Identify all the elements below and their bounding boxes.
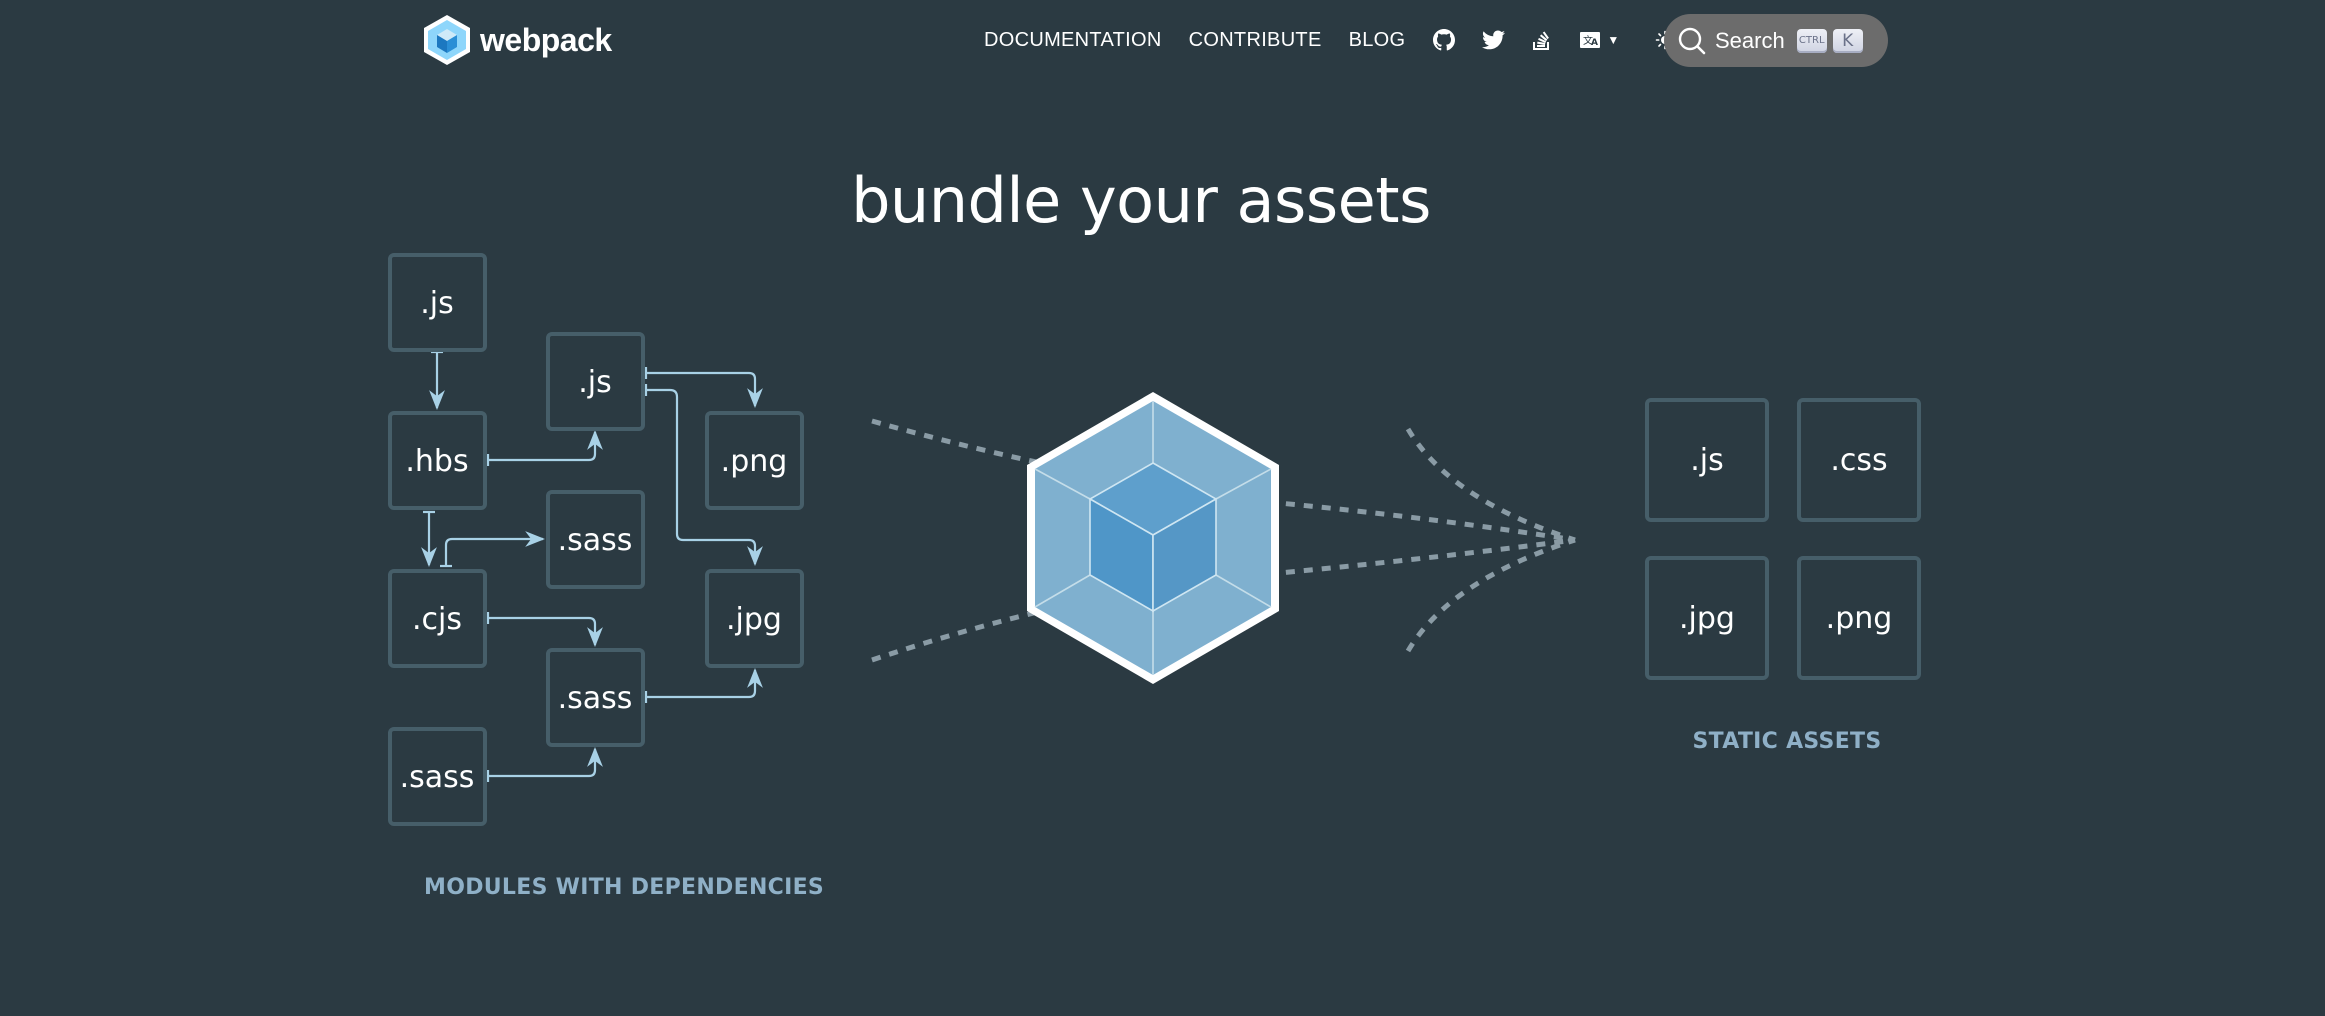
arrow-js-to-png [646,371,763,408]
language-icon: 文 A [1580,32,1601,48]
static-assets-caption: STATIC ASSETS [1693,729,1882,754]
arrow-sass-to-jpg [646,668,763,699]
main-nav: DOCUMENTATION CONTRIBUTE BLOG [984,14,1703,66]
webpack-logo-icon [424,15,470,65]
asset-label: .png [1826,601,1893,636]
nav-blog[interactable]: BLOG [1348,28,1406,51]
module-label: .cjs [412,602,462,637]
module-label: .sass [558,523,633,558]
webpack-cube-icon [1027,392,1279,684]
dashed-line [1405,537,1576,653]
static-asset-labels: .js .css .jpg .png [1679,443,1892,636]
svg-text:A: A [1591,38,1598,48]
asset-box-js [1645,398,1769,522]
site-header: webpack DOCUMENTATION CONTRIBUTE BLOG [0,0,2325,80]
module-box-hbs [388,411,487,510]
nav-documentation[interactable]: DOCUMENTATION [984,28,1162,51]
dashed-line [1405,427,1576,543]
dashed-line [871,587,1141,663]
chevron-down-icon: ▼ [1607,33,1620,47]
github-icon[interactable] [1432,28,1456,52]
asset-box-jpg [1645,556,1769,680]
module-label: .sass [558,681,633,716]
module-label: .js [578,365,612,400]
nav-contribute[interactable]: CONTRIBUTE [1188,28,1322,51]
module-labels: .js .js .hbs .png .sass .cjs .jpg .sass … [400,286,788,795]
module-box-js-2 [546,332,645,431]
search-icon [1678,27,1706,54]
module-boxes [388,253,804,826]
asset-label: .js [1690,443,1724,478]
twitter-icon[interactable] [1481,28,1505,52]
module-box-cjs [388,569,487,668]
asset-box-css [1797,398,1921,522]
dashed-line [1267,537,1576,577]
module-label: .jpg [726,602,782,637]
modules-caption: MODULES WITH DEPENDENCIES [424,875,824,900]
static-asset-boxes [1645,398,1921,680]
arrow-cjs-to-sass2 [488,616,603,647]
stack-overflow-icon[interactable] [1530,28,1554,52]
asset-label: .jpg [1679,601,1735,636]
module-label: .js [420,286,454,321]
search-label: Search [1715,27,1785,53]
logo-wordmark: webpack [480,21,612,58]
module-label: .hbs [405,444,468,479]
module-box-sass-1 [546,490,645,589]
module-box-sass-2 [546,648,645,747]
language-selector[interactable]: 文 A ▼ [1579,29,1619,51]
module-label: .png [721,444,788,479]
webpack-logo-link[interactable]: webpack [422,14,612,66]
module-box-sass-3 [388,727,487,826]
shortcut-ctrl-key: CTRL [1796,28,1827,53]
arrow-cjs-to-sass [444,531,545,566]
module-label: .sass [400,760,475,795]
arrow-hbs-to-js [488,430,603,462]
hero-title: bundle your assets [851,164,1431,237]
shortcut-k-key: K [1832,28,1863,53]
arrow-js-to-jpg [646,388,763,566]
dependency-arrows [421,350,763,782]
module-box-js-1 [388,253,487,352]
arrow-sass3-to-sass2 [488,747,603,778]
search-button[interactable]: Search CTRL K [1664,14,1888,67]
svg-text:文: 文 [1583,34,1593,47]
asset-label: .css [1830,443,1887,478]
dashed-line [1267,499,1576,543]
module-box-png [705,411,804,510]
module-box-jpg [705,569,804,668]
asset-box-png [1797,556,1921,680]
